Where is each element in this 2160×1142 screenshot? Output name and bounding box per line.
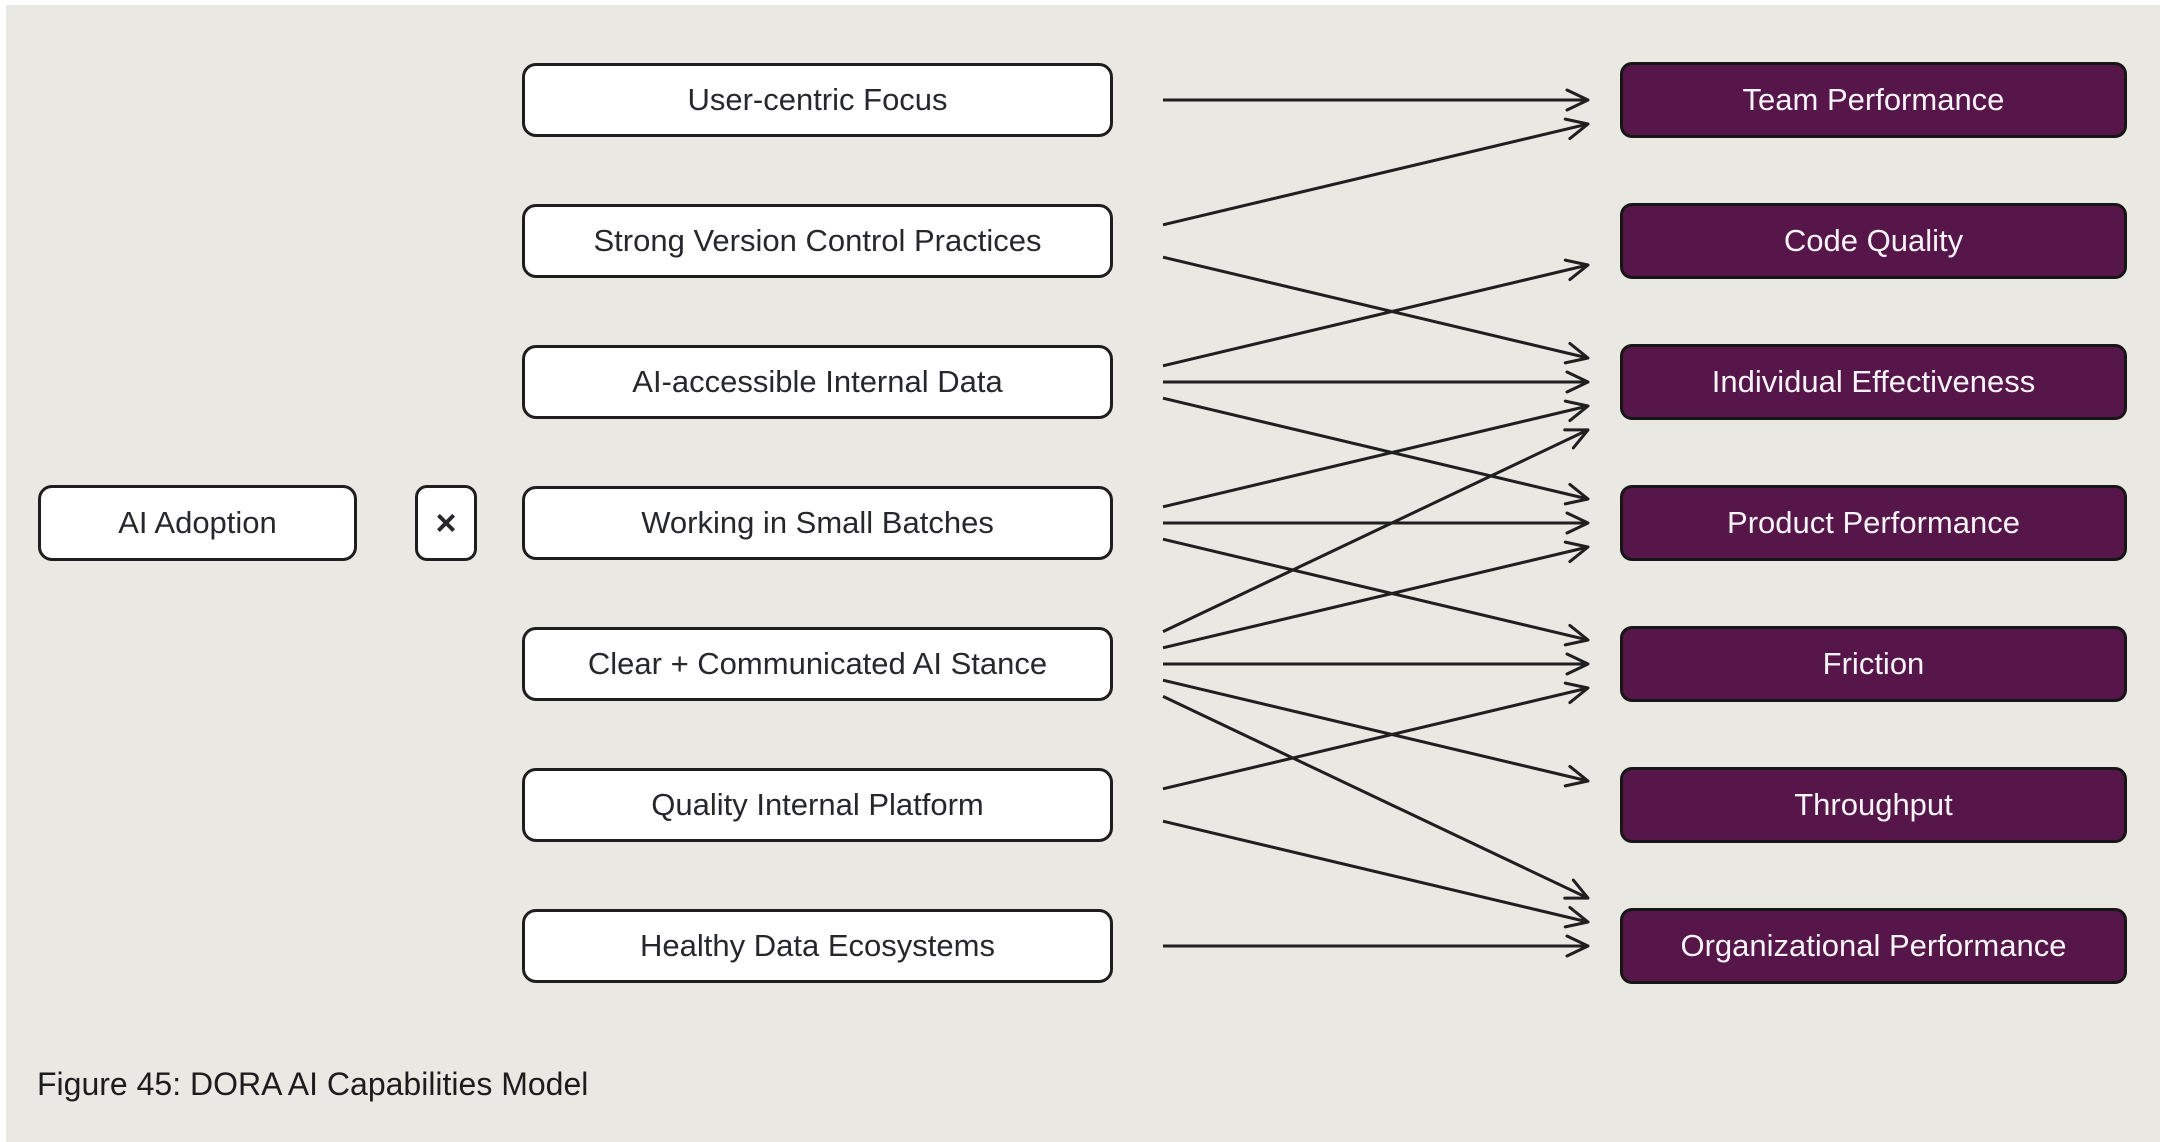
capability-box-quality-internal-platform: Quality Internal Platform (522, 768, 1113, 842)
multiply-operator-box: × (415, 485, 477, 561)
outcome-box-team-performance: Team Performance (1620, 62, 2127, 138)
capability-box-ai-accessible-internal-data: AI-accessible Internal Data (522, 345, 1113, 419)
outcome-box-code-quality: Code Quality (1620, 203, 2127, 279)
outcome-box-individual-effectiveness: Individual Effectiveness (1620, 344, 2127, 420)
outcome-box-organizational-performance: Organizational Performance (1620, 908, 2127, 984)
figure-caption: Figure 45: DORA AI Capabilities Model (37, 1066, 589, 1102)
capability-box-working-in-small-batches: Working in Small Batches (522, 486, 1113, 560)
outcome-box-throughput: Throughput (1620, 767, 2127, 843)
capability-box-strong-version-control-practices: Strong Version Control Practices (522, 204, 1113, 278)
ai-adoption-box: AI Adoption (38, 485, 357, 561)
outcome-box-friction: Friction (1620, 626, 2127, 702)
capability-box-clear-communicated-ai-stance: Clear + Communicated AI Stance (522, 627, 1113, 701)
capability-box-healthy-data-ecosystems: Healthy Data Ecosystems (522, 909, 1113, 983)
outcome-box-product-performance: Product Performance (1620, 485, 2127, 561)
capability-box-user-centric-focus: User-centric Focus (522, 63, 1113, 137)
